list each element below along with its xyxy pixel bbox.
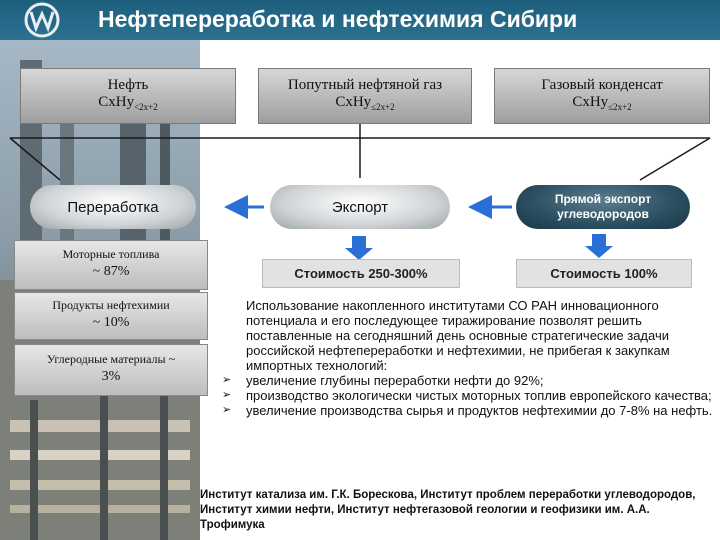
arrow-bullet-icon: ➢ bbox=[222, 374, 232, 386]
direct-export-node: Прямой экспорт углеводородов bbox=[516, 185, 690, 229]
list-item: ➢ увеличение глубины переработки нефти д… bbox=[222, 373, 544, 388]
export-node: Экспорт bbox=[270, 185, 450, 229]
source-associated-gas: Попутный нефтяной газ CxHy≤2x+2 bbox=[258, 68, 472, 124]
source-oil: Нефть CxHy<2x+2 bbox=[20, 68, 236, 124]
product-motor-fuels: Моторные топлива ~ 87% bbox=[14, 240, 208, 290]
export-cost: Стоимость 250-300% bbox=[262, 259, 460, 288]
strategy-intro: Использование накопленного институтами С… bbox=[246, 298, 670, 373]
page-title: Нефтепереработка и нефтехимия Сибири bbox=[98, 6, 578, 32]
company-logo-icon bbox=[24, 2, 60, 38]
list-item: ➢ увеличение производства сырья и продук… bbox=[222, 403, 713, 418]
institutes-footer: Институт катализа им. Г.К. Борескова, Ин… bbox=[200, 489, 696, 531]
export-cost-arrow bbox=[345, 248, 373, 260]
processing-node: Переработка bbox=[30, 185, 196, 229]
arrow-to-direct-export bbox=[639, 137, 711, 181]
list-item: ➢ производство экологически чистых мотор… bbox=[222, 388, 712, 403]
direct-cost-arrow bbox=[585, 246, 613, 258]
direct-export-cost: Стоимость 100% bbox=[516, 259, 692, 288]
arrow-to-processing bbox=[9, 137, 61, 181]
arrow-bullet-icon: ➢ bbox=[222, 389, 232, 401]
product-petrochemicals: Продукты нефтехимии ~ 10% bbox=[14, 292, 208, 340]
arrow-bullet-icon: ➢ bbox=[222, 404, 232, 416]
header-bar: Нефтепереработка и нефтехимия Сибири bbox=[0, 0, 720, 40]
product-carbon-materials: Углеродные материалы ~ 3% bbox=[14, 344, 208, 396]
source-gas-condensate: Газовый конденсат CxHy≤2x+2 bbox=[494, 68, 710, 124]
strategy-text: Использование накопленного институтами С… bbox=[222, 298, 718, 418]
